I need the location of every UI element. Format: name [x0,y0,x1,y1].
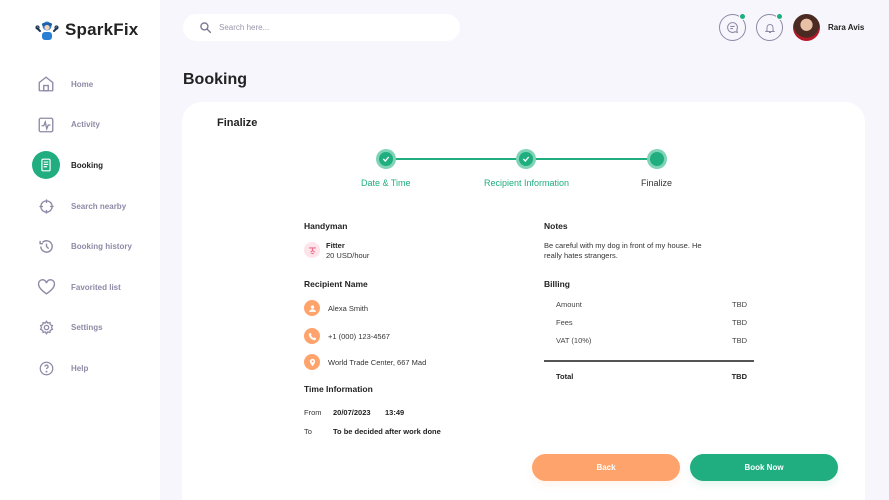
check-icon [382,156,390,162]
billing-value: TBD [732,300,747,309]
user-icon [304,300,320,316]
sidebar-item-label: Help [71,363,89,373]
app-name: SparkFix [65,20,139,39]
sidebar: SparkFix Home Activity Booking Search ne… [0,0,160,500]
billing-row-amount: Amount TBD [556,300,747,309]
notifications-dot [776,13,783,20]
billing-row-total: Total TBD [556,372,747,381]
user-avatar[interactable] [793,14,820,41]
sidebar-item-label: Booking [71,160,103,170]
to-value: To be decided after work done [333,427,441,436]
notes-text-line-2: really hates strangers. [544,251,618,260]
billing-label: Fees [556,318,573,327]
activity-icon [32,111,60,139]
booking-icon [32,151,60,180]
step-label-date-time[interactable]: Date & Time [361,178,411,188]
search-bar [183,14,460,41]
sidebar-item-settings[interactable]: Settings [0,308,160,349]
sidebar-item-label: Home [71,79,94,89]
billing-label: Amount [556,300,582,309]
billing-divider [544,360,754,362]
chat-icon [727,22,739,34]
handyman-heading: Handyman [304,221,348,231]
sidebar-item-label: Search nearby [71,201,127,211]
bell-icon [764,23,775,33]
gear-icon [32,314,60,342]
from-label: From [304,408,322,417]
billing-total-label: Total [556,372,574,381]
billing-row-vat: VAT (10%) TBD [556,336,747,345]
recipient-phone: +1 (000) 123-4567 [328,332,390,341]
billing-label: VAT (10%) [556,336,592,345]
step-label-recipient[interactable]: Recipient Information [484,178,570,188]
sidebar-item-home[interactable]: Home [0,64,160,105]
sidebar-item-favorited-list[interactable]: Favorited list [0,267,160,308]
card-title: Finalize [217,117,258,129]
book-now-button[interactable]: Book Now [690,454,838,481]
location-pin-icon [304,354,320,370]
sidebar-item-help[interactable]: Help [0,348,160,389]
billing-row-fees: Fees TBD [556,318,747,327]
sidebar-item-label: Booking history [71,242,132,252]
crosshair-icon [32,192,60,220]
sidebar-item-booking-history[interactable]: Booking history [0,226,160,267]
from-time: 13:49 [385,408,405,417]
time-info-heading: Time Information [304,384,373,394]
billing-heading: Billing [544,279,570,289]
sidebar-item-activity[interactable]: Activity [0,105,160,146]
sidebar-item-label: Settings [71,323,103,333]
user-name[interactable]: Rara Avis [828,23,865,32]
billing-total-value: TBD [731,372,747,381]
to-label: To [304,427,312,436]
step-label-finalize: Finalize [641,178,673,188]
from-date: 20/07/2023 [333,408,371,417]
step-finalize-indicator[interactable] [647,149,667,169]
sidebar-item-search-nearby[interactable]: Search nearby [0,186,160,227]
sidebar-item-label: Activity [71,120,100,130]
phone-icon [304,328,320,344]
handyman-logo-icon [35,21,59,40]
search-icon [200,22,212,34]
billing-value: TBD [732,318,747,327]
recipient-name: Alexa Smith [328,304,369,313]
messages-notification-dot [739,13,746,20]
sidebar-item-booking[interactable]: Booking [0,145,160,186]
heart-icon [32,273,60,301]
notes-text-line-1: Be careful with my dog in front of my ho… [544,241,702,250]
back-button[interactable]: Back [532,454,680,481]
handyman-rate: 20 USD/hour [326,251,370,260]
messages-button[interactable] [719,13,746,41]
search-input[interactable] [219,14,439,41]
finalize-card: Finalize Date & Time Recipient Informati… [182,102,865,500]
billing-value: TBD [732,336,747,345]
recipient-heading: Recipient Name [304,279,368,289]
pipe-fitter-icon [304,242,320,258]
logo[interactable]: SparkFix [35,18,138,42]
recipient-address: World Trade Center, 667 Mad [328,358,427,367]
sidebar-item-label: Favorited list [71,282,121,292]
help-icon [32,354,60,382]
handyman-role: Fitter [326,241,345,250]
step-date-time-indicator[interactable] [376,149,396,169]
notifications-button[interactable] [756,13,783,41]
check-icon [522,156,530,162]
history-icon [32,233,60,261]
sidebar-nav: Home Activity Booking Search nearby Book… [0,64,160,389]
page-title: Booking [183,71,247,88]
step-recipient-indicator[interactable] [516,149,536,169]
notes-heading: Notes [544,221,568,231]
home-icon [32,70,60,98]
